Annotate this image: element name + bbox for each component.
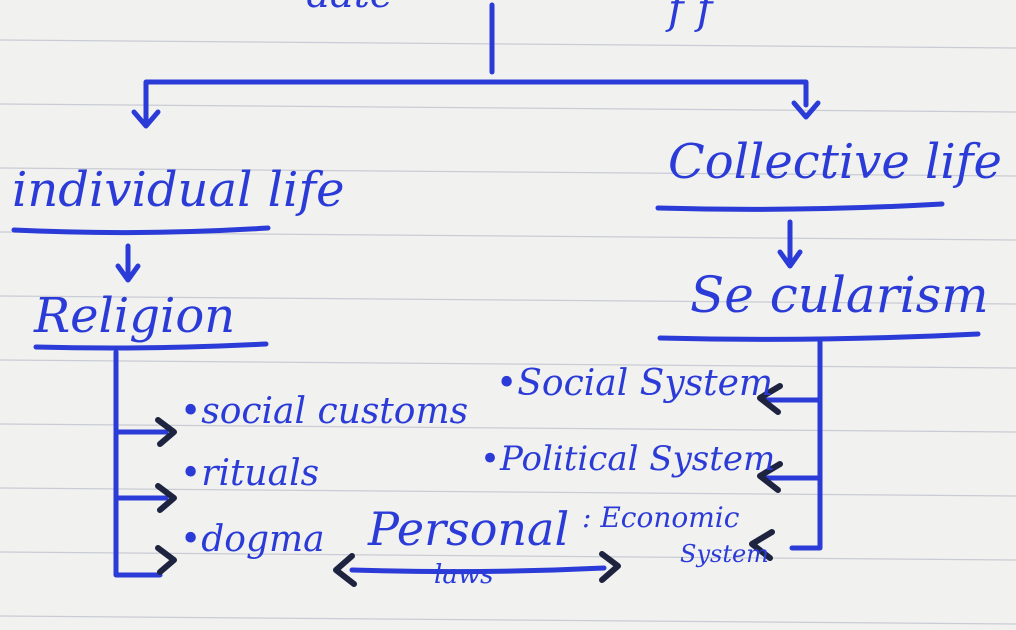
arrow-right-icon — [599, 551, 621, 583]
item-rituals: •rituals — [180, 453, 320, 494]
item-social-customs: •social customs — [180, 391, 469, 432]
arrow-to-secularism-head — [777, 249, 803, 269]
label-personal: Personal — [368, 502, 570, 556]
item-economic: : Economic — [582, 501, 740, 534]
chevron-left-icon — [757, 383, 783, 415]
chevron-right-icon — [155, 545, 177, 575]
personal-laws-line — [349, 565, 607, 575]
chevron-right-icon — [155, 417, 177, 447]
chevron-left-icon — [757, 461, 783, 493]
split-bracket — [143, 79, 809, 128]
item-dogma: •dogma — [180, 519, 325, 560]
secularism-bracket — [789, 337, 823, 551]
node-secularism: Se cularism — [690, 266, 989, 324]
chevron-left-icon — [749, 529, 775, 561]
item-political-system: •Political System — [480, 439, 776, 479]
node-collective-life: Collective life — [668, 134, 1002, 190]
item-social-system: •Social System — [496, 363, 774, 404]
chevron-right-icon — [155, 483, 177, 513]
arrow-right-head — [791, 100, 821, 120]
underline-individual — [11, 225, 271, 236]
top-fragment-right: f f — [668, 0, 713, 33]
arrow-left-head — [131, 109, 161, 129]
underline-religion — [33, 341, 269, 351]
religion-bracket — [113, 349, 163, 578]
arrow-to-religion-head — [115, 263, 141, 283]
item-economic-system: System — [680, 540, 769, 568]
arrow-left-icon — [333, 553, 357, 587]
node-individual-life: individual life — [12, 162, 345, 218]
top-fragment-left: aate — [306, 0, 393, 14]
label-laws: laws — [434, 560, 494, 590]
underline-collective — [655, 201, 945, 212]
node-religion: Religion — [34, 288, 236, 344]
